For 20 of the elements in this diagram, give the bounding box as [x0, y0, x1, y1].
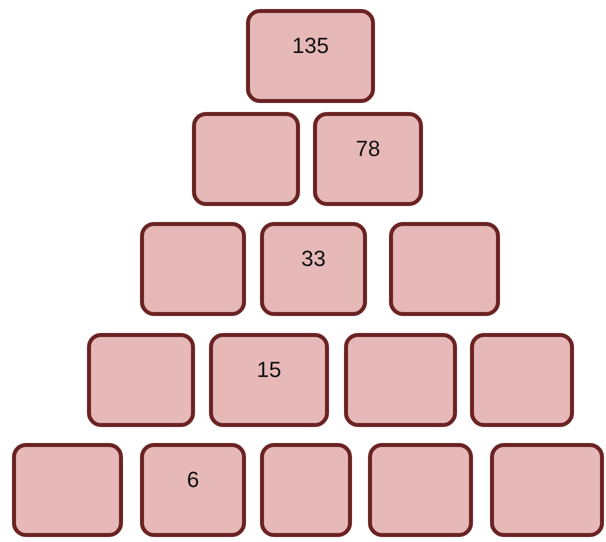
number: 78 — [356, 136, 380, 162]
number-box — [313, 112, 423, 206]
number-box — [140, 443, 246, 537]
number-box — [260, 222, 367, 316]
empty-box — [470, 333, 574, 427]
number: 6 — [186, 467, 200, 493]
number-box — [246, 9, 375, 103]
number: 135 — [292, 33, 329, 59]
empty-box — [344, 333, 457, 427]
number: 33 — [301, 246, 326, 272]
number-box — [209, 333, 329, 427]
empty-box — [192, 112, 300, 206]
number: 15 — [256, 357, 282, 383]
empty-box — [12, 443, 123, 537]
empty-box — [140, 222, 246, 316]
empty-box — [260, 443, 352, 537]
empty-box — [389, 222, 500, 316]
empty-box — [490, 443, 604, 537]
empty-box — [368, 443, 473, 537]
empty-box — [87, 333, 195, 427]
